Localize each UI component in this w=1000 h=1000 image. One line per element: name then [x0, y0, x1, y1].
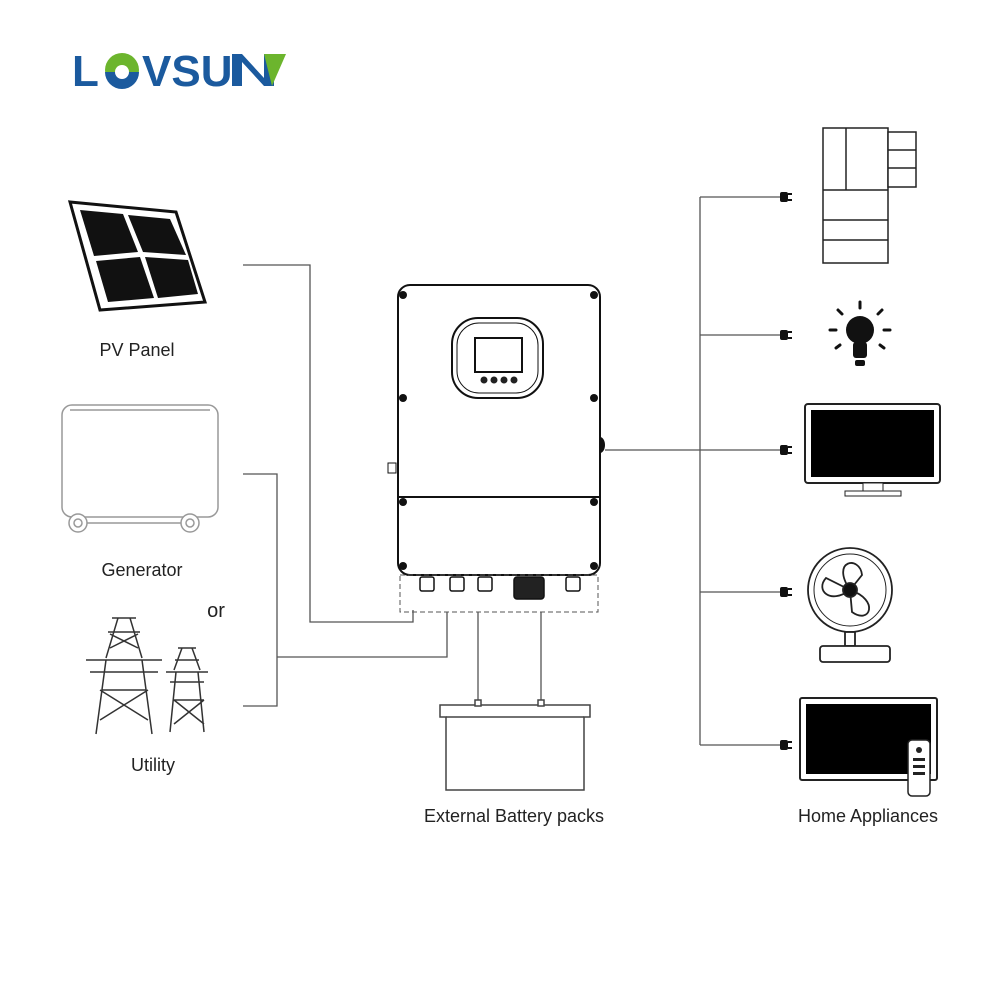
utility-label: Utility	[131, 755, 175, 775]
generator-label: Generator	[101, 560, 183, 580]
lcd-screen	[474, 337, 523, 373]
inverter-buttons	[480, 376, 518, 384]
logo-letter-l: L	[72, 47, 99, 96]
battery-label: External Battery packs	[423, 806, 605, 826]
refrigerator-icon	[822, 127, 917, 264]
or-label: or	[207, 600, 225, 622]
logo-letters: VSU	[142, 47, 232, 96]
plug-icon	[780, 445, 792, 455]
generator-utility-wire	[243, 473, 278, 707]
pv-panel-label: PV Panel	[99, 340, 175, 360]
television-icon	[799, 697, 938, 797]
logo-sun-icon	[105, 53, 139, 89]
plug-icon	[780, 587, 792, 597]
light-bulb-icon	[828, 300, 892, 366]
wiring	[243, 196, 780, 746]
inverter	[387, 284, 605, 613]
grid-wire	[277, 612, 448, 658]
plug-icon	[780, 740, 792, 750]
plug-icon	[780, 330, 792, 340]
pv-wire	[243, 264, 414, 623]
generator-icon	[61, 404, 219, 533]
battery-icon	[439, 699, 591, 791]
plug-icons	[780, 192, 792, 750]
pv-panel-icon	[67, 200, 208, 312]
cable-glands	[419, 576, 581, 600]
plug-icon	[780, 192, 792, 202]
fan-icon	[807, 547, 893, 663]
utility-pylon-icon	[86, 617, 208, 735]
monitor-icon	[804, 403, 941, 497]
home-appliances-label: Home Appliances	[797, 806, 939, 826]
logo: L VSU	[72, 47, 286, 96]
